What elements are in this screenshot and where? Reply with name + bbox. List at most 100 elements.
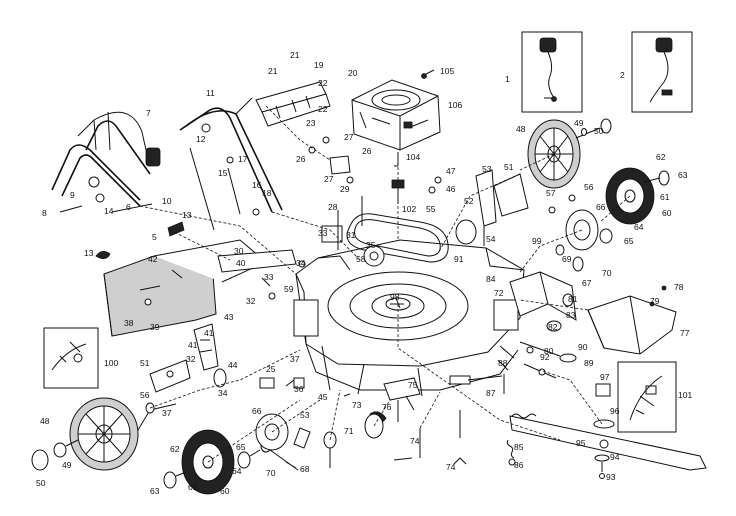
part-label: 23 <box>306 118 316 128</box>
part-label: 84 <box>486 274 496 284</box>
part-label: 74 <box>410 436 420 446</box>
part-label: 40 <box>236 258 246 268</box>
part-label: 97 <box>600 372 610 382</box>
blade <box>509 383 707 479</box>
part-label: 53 <box>300 410 310 420</box>
discharge-chute <box>587 285 677 355</box>
part-label: 91 <box>454 254 464 264</box>
part-label: 62 <box>656 152 666 162</box>
part-label: 49 <box>62 460 72 470</box>
rear-wheel-left <box>31 397 177 471</box>
part-label: 75 <box>408 380 418 390</box>
part-label: 89 <box>584 358 594 368</box>
part-label: 65 <box>624 236 634 246</box>
part-label: 41 <box>188 340 198 350</box>
drive-belt <box>337 179 449 267</box>
inset-box-1 <box>521 31 583 113</box>
part-label: 27 <box>324 174 334 184</box>
part-label: 26 <box>296 154 306 164</box>
part-label: 57 <box>546 188 556 198</box>
part-label: 90 <box>578 342 588 352</box>
part-label: 37 <box>162 408 172 418</box>
part-label: 32 <box>246 296 256 306</box>
part-label: 54 <box>486 234 496 244</box>
part-label: 94 <box>610 452 620 462</box>
part-label: 35 <box>366 240 376 250</box>
part-label: 16 <box>252 180 262 190</box>
part-label: 61 <box>660 192 670 202</box>
part-label: 60 <box>220 486 230 496</box>
part-label: 6 <box>126 202 131 212</box>
part-label: 9 <box>70 190 75 200</box>
part-label: 33 <box>318 228 328 238</box>
part-label: 43 <box>224 312 234 322</box>
part-label: 42 <box>148 254 158 264</box>
part-label: 7 <box>146 108 151 118</box>
part-label: 76 <box>382 402 392 412</box>
part-label: 12 <box>196 134 206 144</box>
part-label: 74 <box>446 462 456 472</box>
part-label: 53 <box>482 164 492 174</box>
part-label: 82 <box>548 322 558 332</box>
part-label: 36 <box>294 384 304 394</box>
part-label: 69 <box>562 254 572 264</box>
part-label: 88 <box>498 358 508 368</box>
rear-shield <box>103 239 297 337</box>
part-label: 59 <box>284 284 294 294</box>
part-label: 52 <box>464 196 474 206</box>
part-label: 96 <box>610 406 620 416</box>
part-label: 98 <box>390 292 400 302</box>
part-label: 56 <box>584 182 594 192</box>
part-label: 62 <box>170 444 180 454</box>
part-label: 50 <box>36 478 46 488</box>
part-label: 34 <box>296 258 306 268</box>
part-label: 39 <box>150 322 160 332</box>
part-label: 102 <box>402 204 416 214</box>
part-label: 73 <box>352 400 362 410</box>
part-label: 99 <box>532 236 542 246</box>
part-label: 21 <box>268 66 278 76</box>
part-label: 81 <box>568 294 578 304</box>
part-label: 33 <box>264 272 274 282</box>
part-label: 58 <box>356 254 366 264</box>
part-label: 27 <box>344 132 354 142</box>
part-label: 86 <box>514 460 524 470</box>
inset-box-100 <box>43 327 99 389</box>
part-label: 66 <box>252 406 262 416</box>
part-label: 44 <box>228 360 238 370</box>
part-label: 26 <box>362 146 372 156</box>
handle-assembly <box>51 97 283 259</box>
part-label: 51 <box>504 162 514 172</box>
part-label: 101 <box>678 390 692 400</box>
part-label: 11 <box>206 88 215 98</box>
part-label: 93 <box>606 472 616 482</box>
part-label: 29 <box>340 184 350 194</box>
part-label: 47 <box>446 166 456 176</box>
part-label: 19 <box>314 60 324 70</box>
part-label: 48 <box>40 416 50 426</box>
part-label: 67 <box>582 278 592 288</box>
part-label: 80 <box>544 346 554 356</box>
part-label: 1 <box>505 74 510 84</box>
engine <box>351 69 441 167</box>
part-label: 8 <box>42 208 47 218</box>
part-label: 77 <box>680 328 690 338</box>
part-label: 32 <box>186 354 196 364</box>
part-label: 63 <box>150 486 160 496</box>
part-label: 100 <box>104 358 118 368</box>
part-label: 21 <box>290 50 300 60</box>
part-label: 65 <box>236 442 246 452</box>
part-label: 5 <box>152 232 157 242</box>
part-label: 34 <box>218 388 228 398</box>
part-label: 66 <box>596 202 606 212</box>
part-label: 64 <box>634 222 644 232</box>
part-label: 61 <box>188 482 198 492</box>
part-label: 106 <box>448 100 462 110</box>
part-label: 51 <box>140 358 150 368</box>
part-label: 37 <box>290 354 300 364</box>
part-label: 17 <box>238 154 248 164</box>
part-label: 30 <box>234 246 244 256</box>
part-label: 46 <box>446 184 456 194</box>
part-label: 31 <box>346 230 356 240</box>
